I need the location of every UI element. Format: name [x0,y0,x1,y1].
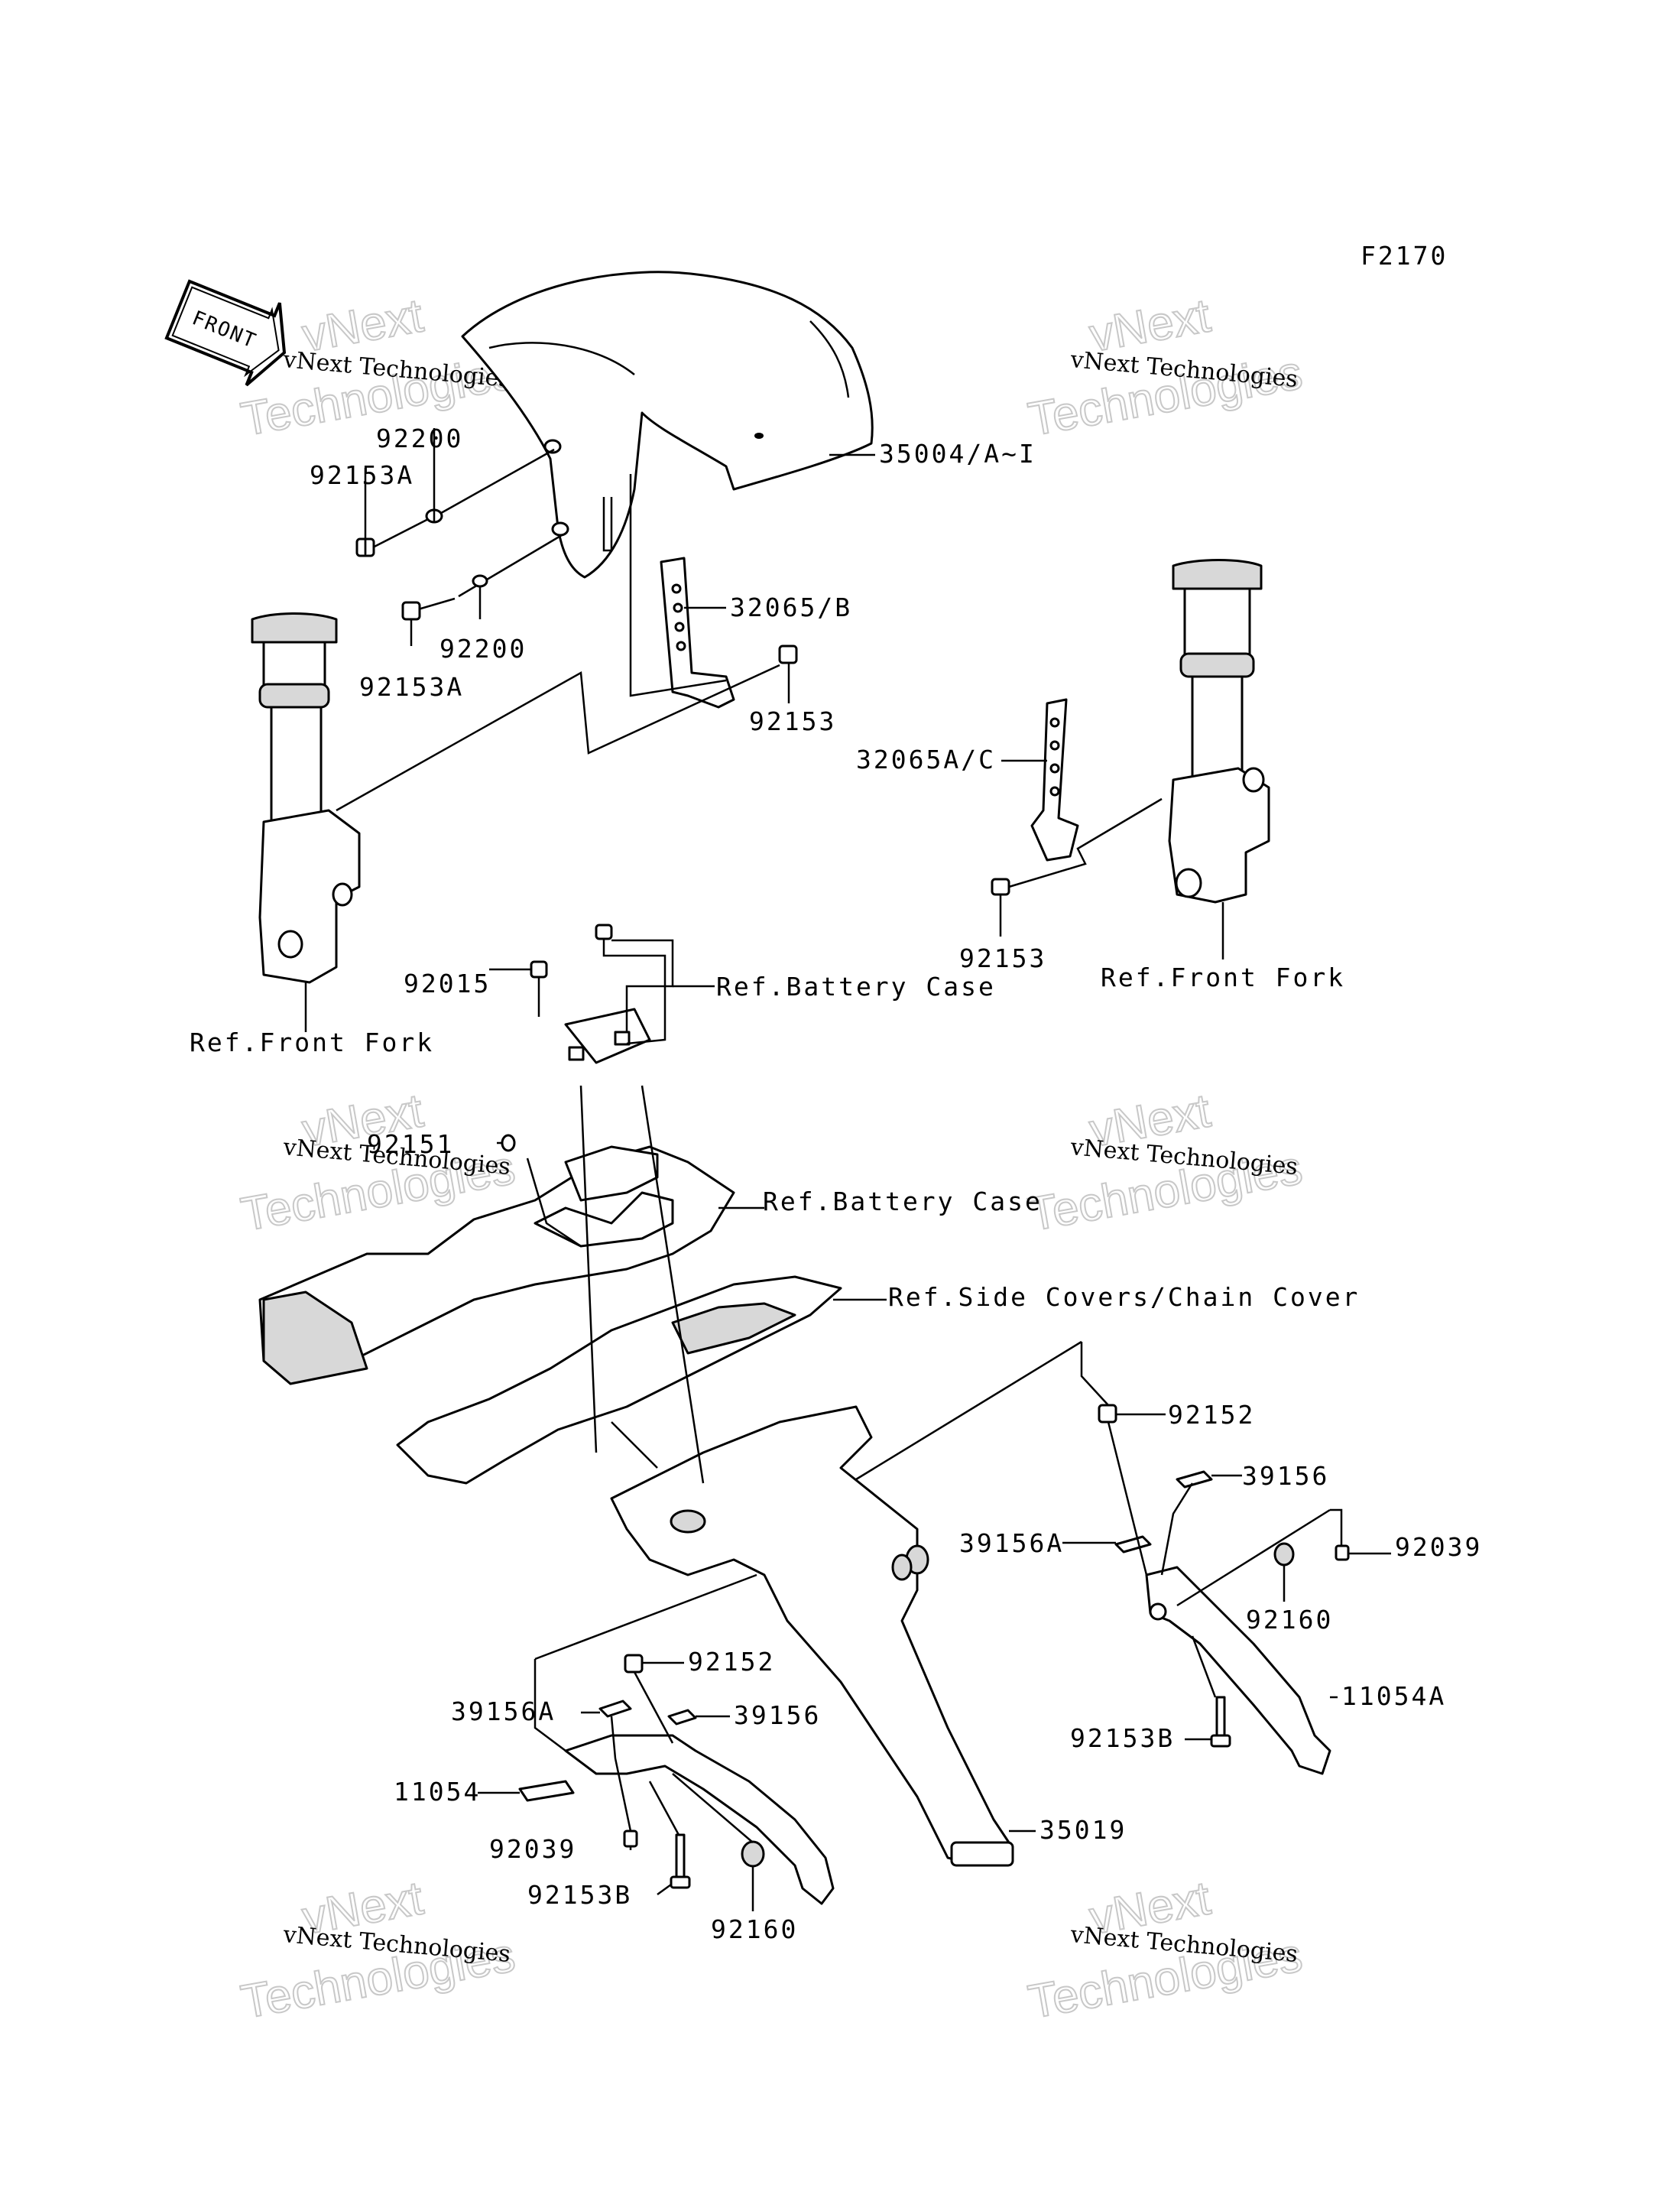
damper-92160-right [1273,1542,1295,1567]
bolt-92153B-right [1210,1696,1231,1748]
label-39156-left: 39156 [734,1700,821,1730]
leader-92152-right [1080,1342,1109,1406]
label-11054A: 11054A [1341,1681,1446,1711]
label-92153-right: 92153 [959,943,1046,973]
label-32065B: 32065/B [730,593,852,622]
leader-rear-right-6 [1191,1635,1217,1698]
label-ref-battery-case-top: Ref.Battery Case [716,972,996,1002]
bolt-92153B-left [670,1833,691,1889]
bolt-92039-left [623,1830,638,1848]
leader-rear-left-4 [610,1716,632,1832]
leader-rear-left-1 [534,1573,757,1661]
leader-rear-right-2 [1107,1421,1148,1576]
leader-right-bracket [1008,797,1163,888]
label-39156-right: 39156 [1242,1461,1329,1491]
label-92039-left: 92039 [489,1834,576,1864]
leader-vertical-3 [611,1421,658,1469]
front-fork-left [251,612,361,984]
watermark-top-right: vNext Technologies vNext Technologies [1023,288,1306,446]
leader-fork-mount [336,664,780,812]
label-32065AC: 32065A/C [856,745,996,774]
label-35004: 35004/A~I [879,439,1036,469]
leader-rear-left-6 [672,1773,754,1843]
label-92152-left: 92152 [688,1647,775,1677]
peg-bracket-11054 [518,1734,835,1905]
label-92200-bottom: 92200 [439,634,527,664]
leader-rear-left-5 [648,1781,680,1836]
label-35019: 35019 [1039,1815,1127,1845]
battery-case-bracket [530,924,651,1064]
leader-fender-bracket [629,474,727,697]
label-ref-front-fork-right: Ref.Front Fork [1101,963,1345,992]
leader-rear-left-3 [633,1671,674,1744]
label-92153A-top: 92153A [310,460,414,490]
rubber-39156-right [1176,1470,1213,1489]
label-11054: 11054 [394,1777,481,1807]
label-ref-side-covers: Ref.Side Covers/Chain Cover [888,1282,1360,1312]
peg-bracket-11054A [1145,1566,1331,1775]
leader-rear-right-4 [1176,1508,1331,1607]
damper-92160-left [741,1840,765,1868]
label-92153B-right: 92153B [1070,1723,1175,1753]
leader-rear-right-5 [1330,1508,1343,1546]
label-92200-top: 92200 [376,424,463,453]
leader-vertical-1 [579,1085,598,1453]
washer-92200-bottom [472,574,488,588]
bolt-92153-left [778,644,798,664]
rubber-39156-left [667,1709,697,1726]
leader-battery-top [602,939,666,1045]
label-92160-right: 92160 [1246,1605,1333,1635]
fender-bracket-32065AC [1030,698,1079,862]
label-92160-left: 92160 [711,1914,798,1944]
bolt-92039-right [1335,1544,1350,1561]
watermark-top-left: vNext Technologies vNext Technologies [236,288,519,446]
bolt-92153-right [991,878,1010,896]
label-92152-right: 92152 [1168,1400,1255,1430]
collar-92152-left [624,1654,644,1674]
front-fork-right [1168,559,1270,904]
leader-fender-mount [602,497,613,552]
label-92153-left: 92153 [749,706,836,736]
watermark-mid-right: vNext Technologies vNext Technologies [1023,1083,1306,1242]
front-fender [461,271,874,579]
rubber-39156A-left [598,1700,632,1718]
leader-vertical-2 [641,1085,705,1484]
watermark-bottom-right: vNext Technologies vNext Technologies [1023,1871,1306,2029]
label-ref-front-fork-left: Ref.Front Fork [190,1028,434,1057]
label-ref-battery-case-mid: Ref.Battery Case [763,1187,1043,1216]
label-92015: 92015 [404,969,491,998]
label-92039-right: 92039 [1395,1532,1482,1562]
leader-rear-right-3 [1160,1482,1194,1576]
leader-92151 [526,1157,582,1248]
leader-rear-right-1 [855,1340,1082,1481]
rear-undertray [258,1145,735,1385]
front-direction-arrow-icon: FRONT [164,279,287,387]
fender-bracket-32065B [660,557,735,709]
rubber-39156A-right [1114,1535,1152,1554]
leader-92200-bottom [458,534,563,598]
label-92151: 92151 [367,1129,454,1159]
bolt-92153A-bottom [401,601,421,621]
rear-fender [610,1405,1014,1867]
bolt-92151 [501,1134,516,1152]
label-39156A-left: 39156A [451,1696,556,1726]
leader-92153A-top [366,515,435,552]
leader-rear-left-2 [534,1659,566,1752]
label-39156A-right: 39156A [959,1528,1064,1558]
side-chain-cover [396,1275,842,1485]
label-92153B-left: 92153B [527,1880,632,1910]
leader-92200-top [435,448,555,518]
figure-code: F2170 [1361,241,1448,271]
watermark-bottom-left: vNext Technologies vNext Technologies [236,1871,519,2029]
collar-92152-right [1098,1404,1117,1424]
label-92153A-bottom: 92153A [359,672,464,702]
